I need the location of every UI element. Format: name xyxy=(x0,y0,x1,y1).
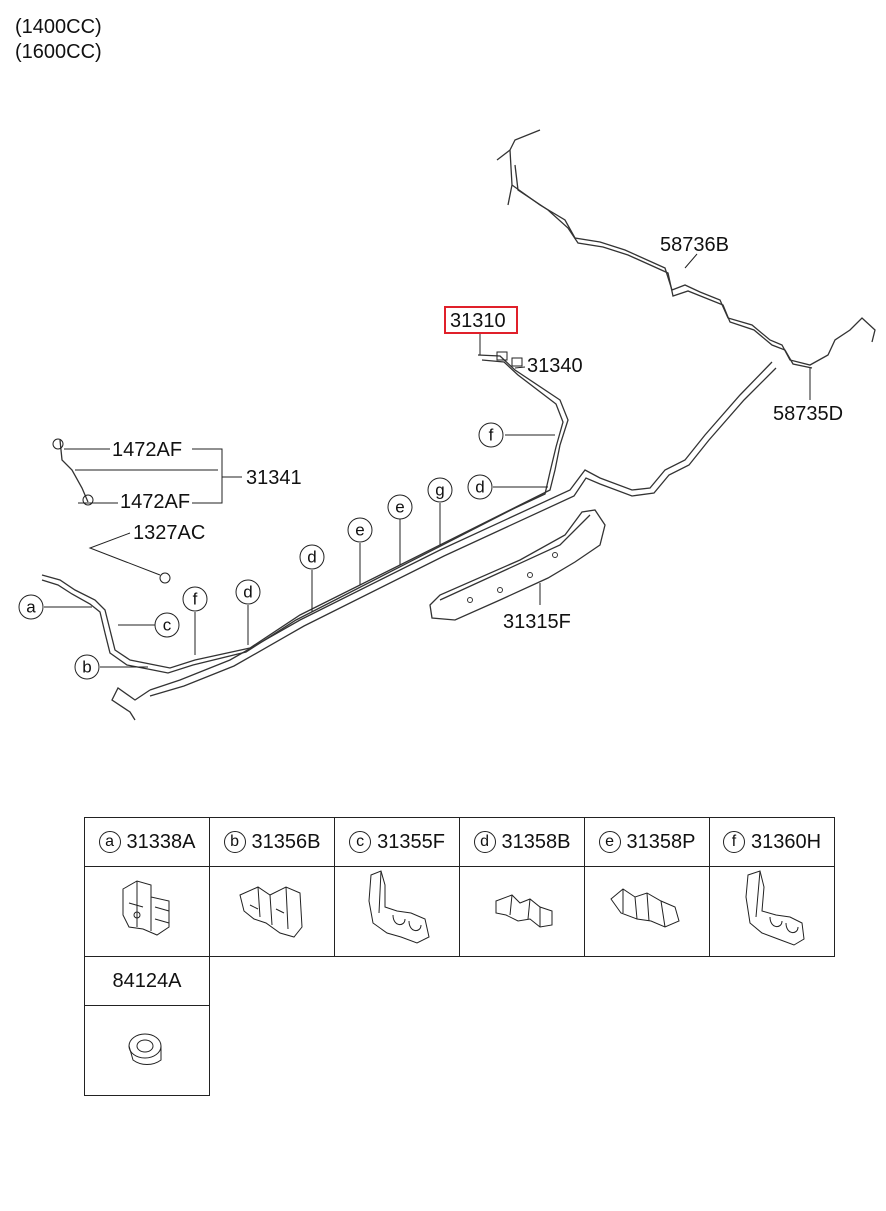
highlight-box xyxy=(444,306,518,334)
grommet-image xyxy=(84,1005,210,1096)
part-letter: b xyxy=(223,831,246,853)
clip-marker: g xyxy=(435,481,444,500)
fuel-line-31340 xyxy=(41,354,569,674)
callout-1327AC: 1327AC xyxy=(133,522,205,544)
part-number: 31355F xyxy=(377,830,445,853)
engine-variant-1600: (1600CC) xyxy=(15,41,102,63)
fuel-line-58735D xyxy=(111,361,777,721)
clamp-icon xyxy=(82,494,94,506)
callout-31341: 31341 xyxy=(246,467,302,489)
clip-marker: f xyxy=(193,590,198,609)
clip-marker: f xyxy=(489,426,494,445)
fuel-line-diagram: 58736B 31310 31340 58735D 1472AF 31341 1… xyxy=(18,129,876,721)
leader-lines xyxy=(44,253,811,668)
callout-1472AF-top: 1472AF xyxy=(112,439,182,461)
connector-icon xyxy=(496,351,508,361)
part-letter: f xyxy=(722,831,745,853)
clip-icon xyxy=(610,888,680,928)
clamp-icon xyxy=(52,438,64,450)
callout-31340: 31340 xyxy=(527,355,583,377)
part-number: 31358B xyxy=(501,830,571,853)
part-letter: c xyxy=(349,831,372,853)
grommet-icon xyxy=(128,1033,162,1065)
clip-marker: e xyxy=(355,521,364,540)
clip-e-image xyxy=(584,866,710,957)
part-number: 31356B xyxy=(251,830,321,853)
callout-31310: 31310 xyxy=(450,310,506,332)
clip-c-image xyxy=(334,866,460,957)
callout-31315F: 31315F xyxy=(503,611,571,633)
part-letter: d xyxy=(473,831,496,853)
part-letter: e xyxy=(598,831,621,853)
clip-marker: d xyxy=(475,478,484,497)
engine-variant-1400: (1400CC) xyxy=(15,16,102,38)
clip-icon xyxy=(368,870,430,944)
clip-a-image xyxy=(84,866,210,957)
clip-f-image xyxy=(709,866,835,957)
clip-marker: e xyxy=(395,498,404,517)
part-number: 31360H xyxy=(750,830,822,853)
clip-icon xyxy=(745,870,805,946)
fuel-hose-31341 xyxy=(59,439,89,503)
clip-d-image xyxy=(459,866,585,957)
fuel-line-protector-31315F xyxy=(429,509,606,621)
clip-icon xyxy=(239,886,303,938)
connector-icon xyxy=(511,357,523,367)
clip-marker: c xyxy=(163,616,172,635)
clip-marker: a xyxy=(26,598,36,617)
clip-icon xyxy=(495,894,553,928)
part-number: 31338A xyxy=(126,830,196,853)
clip-b-image xyxy=(209,866,335,957)
callout-1472AF-bottom: 1472AF xyxy=(120,491,190,513)
part-header-84124A: 84124A xyxy=(84,956,210,1006)
clip-marker: d xyxy=(307,548,316,567)
clip-icon xyxy=(122,880,170,936)
callout-58736B: 58736B xyxy=(660,234,729,256)
part-number: 31358P xyxy=(626,830,696,853)
part-number: 84124A xyxy=(112,969,182,992)
clip-markers: f d g e e d d f a c b xyxy=(18,422,504,680)
part-letter: a xyxy=(98,831,121,853)
clip-marker: b xyxy=(82,658,91,677)
callout-58735D: 58735D xyxy=(773,403,843,425)
fuel-line-58736B xyxy=(496,129,876,369)
nut-icon xyxy=(159,572,171,584)
clip-marker: d xyxy=(243,583,252,602)
